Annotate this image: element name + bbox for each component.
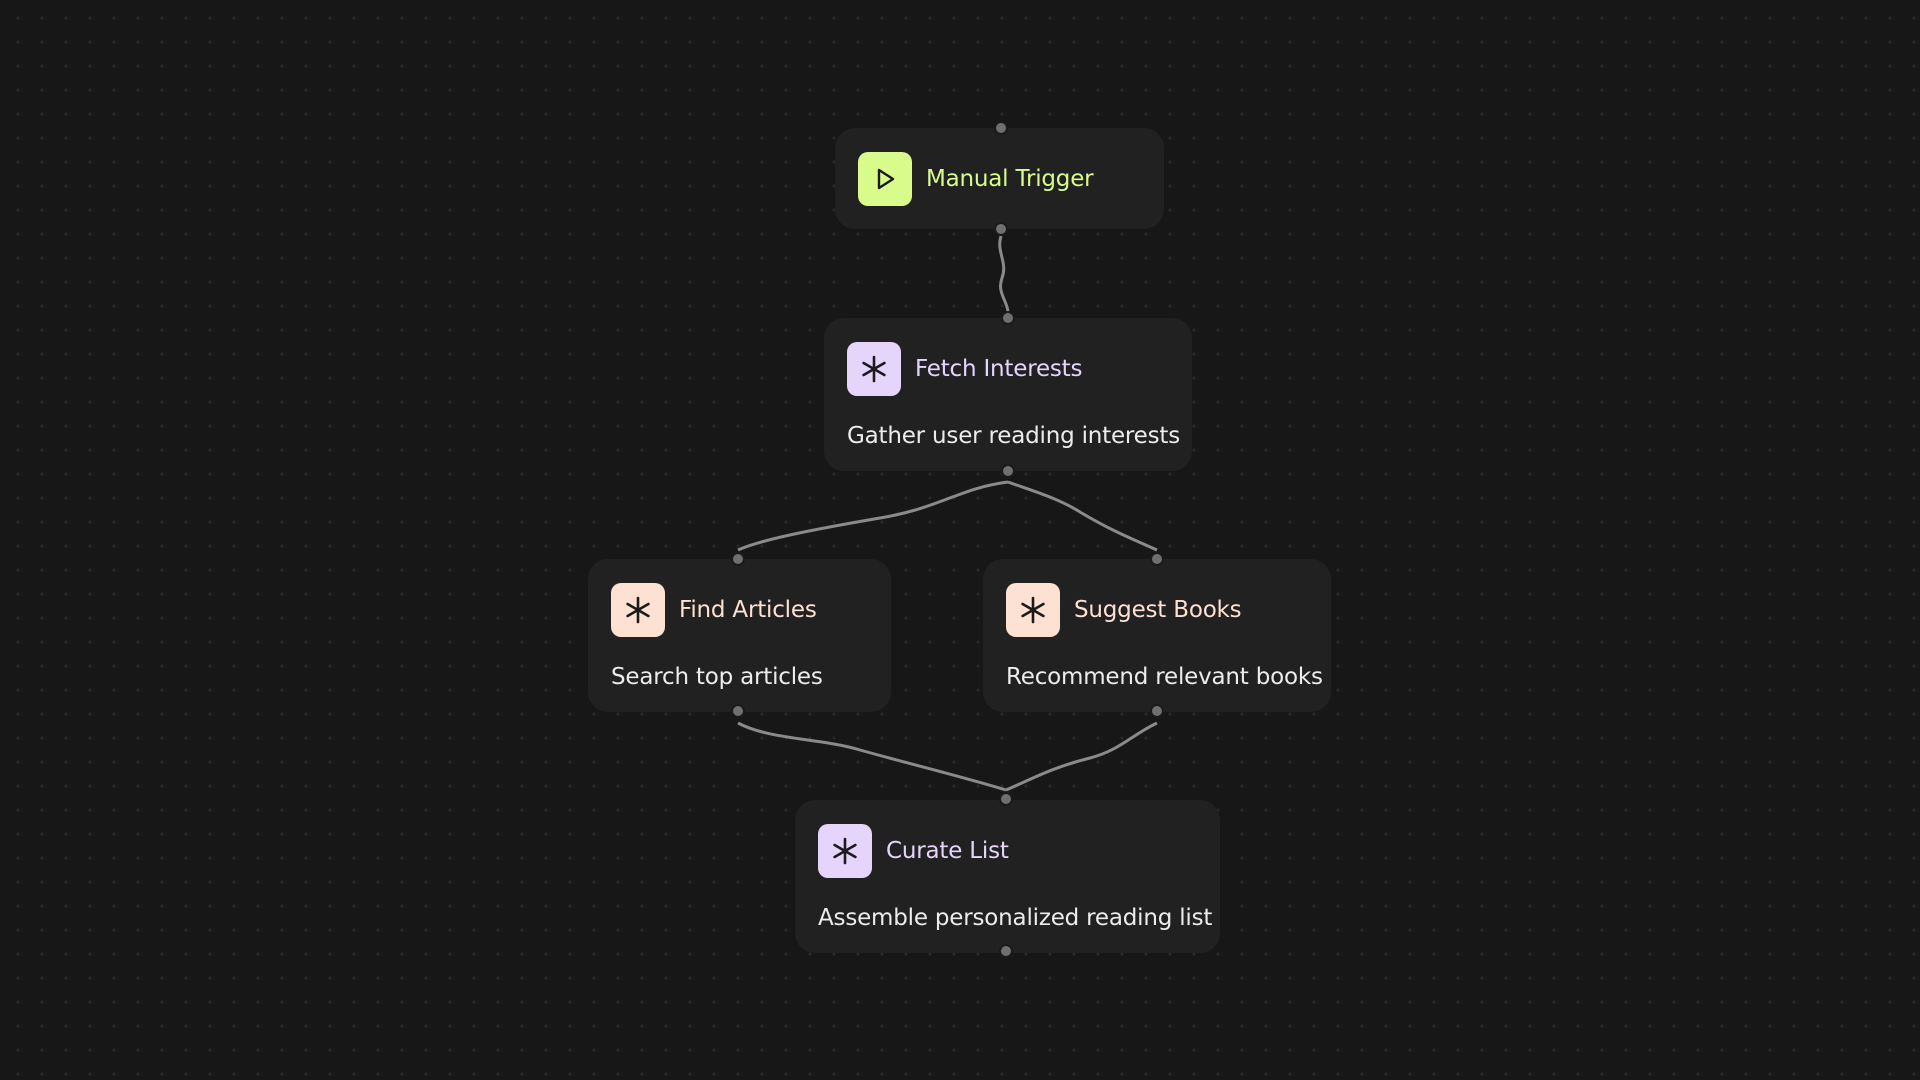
node-title: Manual Trigger [926,166,1094,192]
handle-books-input[interactable] [1150,552,1164,566]
handle-curate-output[interactable] [999,944,1013,958]
node-description: Assemble personalized reading list [818,905,1213,931]
handle-fetch-input[interactable] [1001,311,1015,325]
node-suggest-books[interactable]: Suggest Books Recommend relevant books [983,559,1331,712]
handle-curate-input[interactable] [999,792,1013,806]
asterisk-icon [847,342,901,396]
node-find-articles[interactable]: Find Articles Search top articles [588,559,891,712]
handle-fetch-output[interactable] [1001,464,1015,478]
handle-articles-input[interactable] [731,552,745,566]
asterisk-icon [1006,583,1060,637]
node-description: Recommend relevant books [1006,664,1323,690]
node-title: Curate List [886,838,1009,864]
handle-trigger-output[interactable] [994,222,1008,236]
asterisk-icon [818,824,872,878]
handle-articles-output[interactable] [731,704,745,718]
node-manual-trigger[interactable]: Manual Trigger [835,128,1164,229]
play-icon [858,152,912,206]
node-title: Fetch Interests [915,356,1083,382]
node-description: Search top articles [611,664,823,690]
node-title: Suggest Books [1074,597,1242,623]
node-fetch-interests[interactable]: Fetch Interests Gather user reading inte… [824,318,1192,471]
handle-trigger-input[interactable] [994,121,1008,135]
node-title: Find Articles [679,597,817,623]
handle-books-output[interactable] [1150,704,1164,718]
node-description: Gather user reading interests [847,423,1181,449]
asterisk-icon [611,583,665,637]
node-curate-list[interactable]: Curate List Assemble personalized readin… [795,800,1220,953]
